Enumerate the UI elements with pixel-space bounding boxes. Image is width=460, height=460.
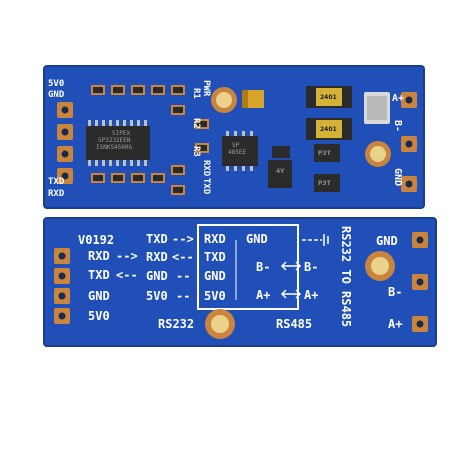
resistor-label-r3: R3 [191, 146, 201, 157]
mid-label-gnd: GND [146, 269, 168, 283]
led-label-txd: TXD [201, 178, 211, 195]
top-pin-label-txd: TXD [48, 177, 65, 187]
small-chip-text-1: SP [232, 142, 240, 149]
box-label-gnd: GND [204, 269, 226, 283]
bottom-pin-label-txd: TXD [88, 268, 110, 282]
led-label-pwr: PWR [201, 80, 211, 97]
bottom-pin-label-gnd: GND [88, 289, 110, 303]
box-label-a: A+ [256, 288, 271, 302]
model-label: V0192 [78, 233, 115, 247]
top-pin-label-5v0: 5V0 [48, 79, 65, 89]
box-label-5v0: 5V0 [204, 289, 226, 303]
mid-label-rxd: RXD [146, 250, 168, 264]
top-right-pin-label-a: A+ [392, 93, 405, 104]
box-label-gnd-right: GND [246, 232, 268, 246]
small-chip-text-2: 485EE [228, 149, 247, 156]
diode-mark: 4Y [276, 168, 285, 175]
bottom-pcb-board [43, 217, 437, 347]
bottom-right-header [412, 232, 428, 332]
mid-arrow-rxd: <-- [172, 250, 194, 264]
main-chip-text-2: SP3232EEN [98, 137, 131, 144]
main-chip-text-3: ISNKS4500G [96, 144, 133, 151]
bottom-right-pin-label-a: A+ [388, 317, 403, 331]
box-label-txd: TXD [204, 250, 226, 264]
bottom-right-pin-label-b: B- [388, 285, 403, 299]
rs232-label: RS232 [158, 317, 195, 331]
top-right-header [401, 92, 417, 192]
fuse-label-1: 2401 [320, 94, 337, 101]
top-right-pin-label-b: B- [392, 120, 403, 133]
mid-arrow-txd: --> [172, 232, 194, 246]
outside-label-a: A+ [304, 288, 319, 302]
outside-label-b: B- [304, 260, 319, 274]
top-pin-label-gnd: GND [48, 90, 65, 100]
rs485-label: RS485 [276, 317, 313, 331]
bottom-pin-label-rxd: RXD [88, 249, 110, 263]
mid-arrow-gnd: -- [176, 269, 191, 283]
diode-label-1: P3T [318, 150, 331, 157]
main-chip-text-1: SIPEX [112, 130, 131, 137]
bottom-pin-label-5v0: 5V0 [88, 309, 110, 323]
bottom-right-pin-label-gnd: GND [376, 234, 398, 248]
mid-arrow-5v0: -- [176, 289, 191, 303]
vertical-title: RS232 TO RS485 [339, 226, 353, 328]
top-resistors [91, 85, 209, 195]
led-label-rxd: RXD [201, 160, 211, 177]
mid-label-5v0: 5V0 [146, 289, 168, 303]
top-pin-label-rxd: RXD [48, 189, 65, 199]
resistor-label-r2: R2 [191, 118, 201, 129]
sp3232-chip [86, 120, 150, 166]
sp485-chip [222, 131, 258, 171]
box-label-rxd: RXD [204, 232, 226, 246]
resistor-label-r1: R1 [191, 88, 201, 99]
bottom-arrow-rxd: --> [116, 249, 138, 263]
top-left-header [57, 102, 73, 184]
bottom-left-header [54, 248, 70, 324]
top-pcb-board [43, 65, 425, 209]
top-right-pin-label-gnd: GND [392, 168, 403, 187]
mid-label-txd: TXD [146, 232, 168, 246]
fuse-label-2: 2401 [320, 126, 337, 133]
diode-label-2: P3T [318, 180, 331, 187]
box-label-b: B- [256, 260, 271, 274]
bottom-arrow-txd: <-- [116, 268, 138, 282]
